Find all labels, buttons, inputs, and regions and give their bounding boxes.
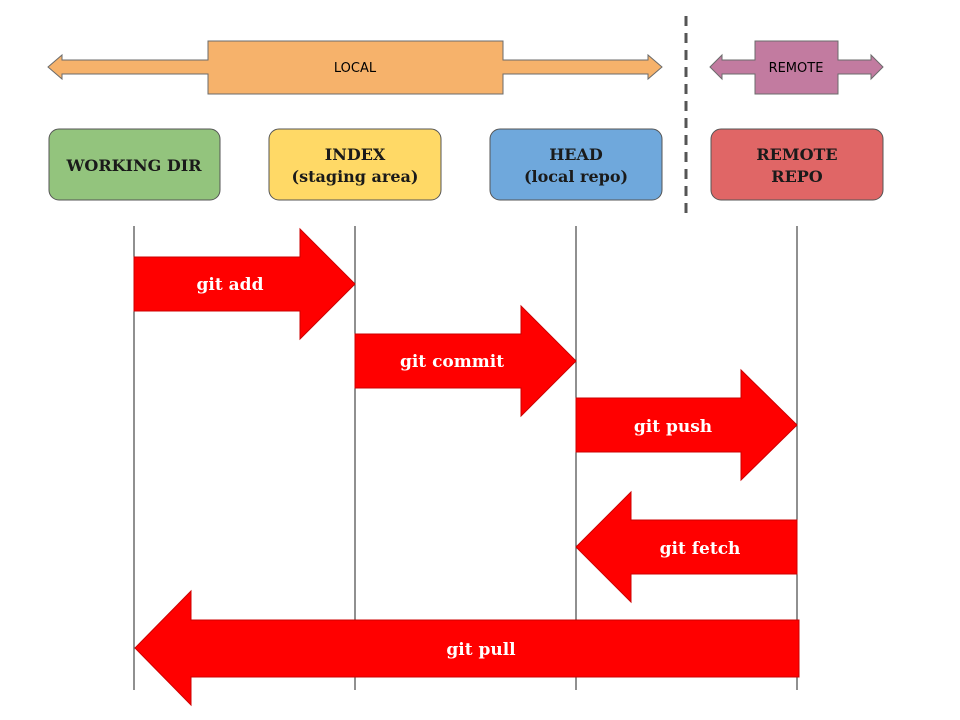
column-sublabel-head: (local repo)	[524, 167, 628, 186]
command-arrow-git-pull: git pull	[134, 589, 800, 707]
command-label-git-commit: git commit	[400, 352, 504, 372]
command-arrow-git-commit: git commit	[354, 304, 577, 418]
local-scope-label: LOCAL	[334, 61, 377, 76]
remote-scope-label: REMOTE	[769, 61, 824, 76]
command-arrow-git-push: git push	[575, 368, 798, 482]
command-arrow-shape-git-pull	[134, 589, 800, 707]
column-remote-repo: REMOTE REPO	[710, 128, 884, 201]
column-box-head	[489, 128, 663, 201]
command-arrow-shape-git-commit	[354, 304, 577, 418]
local-scope-arrow-shape	[47, 40, 663, 95]
column-label-index: INDEX	[325, 145, 386, 164]
command-arrow-git-fetch: git fetch	[575, 490, 798, 604]
column-label-remote-repo: REMOTE	[756, 145, 837, 164]
column-working-dir: WORKING DIR	[48, 128, 221, 201]
command-arrow-shape-git-add	[133, 227, 356, 341]
column-index: INDEX (staging area)	[268, 128, 442, 201]
local-scope-arrow: LOCAL	[47, 40, 663, 95]
column-head: HEAD (local repo)	[489, 128, 663, 201]
command-label-git-add: git add	[197, 275, 264, 295]
command-arrow-shape-git-push	[575, 368, 798, 482]
command-arrow-git-add: git add	[133, 227, 356, 341]
command-label-git-fetch: git fetch	[660, 539, 741, 559]
remote-scope-arrow: REMOTE	[709, 40, 884, 95]
command-label-git-pull: git pull	[446, 640, 516, 660]
command-label-git-push: git push	[634, 417, 712, 437]
column-box-remote-repo	[710, 128, 884, 201]
column-sublabel-remote-repo: REPO	[771, 167, 823, 186]
column-box-index	[268, 128, 442, 201]
column-box-working-dir	[48, 128, 221, 201]
command-arrow-shape-git-fetch	[575, 490, 798, 604]
column-sublabel-index: (staging area)	[292, 167, 419, 186]
column-label-head: HEAD	[549, 145, 603, 164]
remote-scope-arrow-shape	[709, 40, 884, 95]
column-label-working-dir: WORKING DIR	[65, 156, 202, 175]
